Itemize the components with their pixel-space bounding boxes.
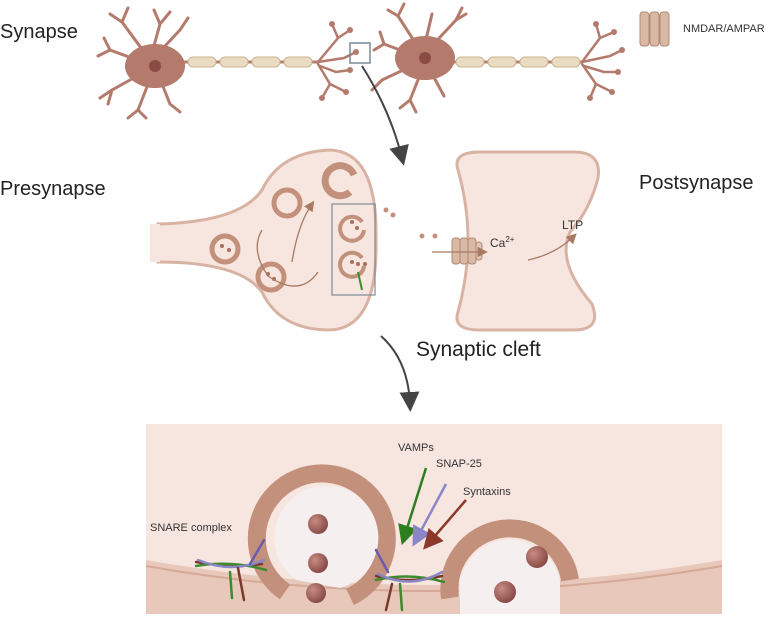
label-synapse: Synapse — [0, 21, 78, 43]
vamps-arrow-icon — [398, 467, 428, 546]
label-ltp: LTP — [562, 218, 584, 232]
label-synaptic-cleft: Synaptic cleft — [416, 338, 541, 361]
syntaxin-arrow-icon — [423, 499, 467, 550]
axon-right — [452, 21, 625, 101]
presynaptic-terminal — [150, 148, 378, 332]
label-syntaxins: Syntaxins — [463, 486, 511, 498]
zoom-arrow-icon — [361, 65, 409, 166]
zoom-arrow-icon-2 — [380, 335, 420, 412]
neurotransmitter-dots — [383, 207, 438, 239]
neuron-left-icon — [96, 6, 190, 120]
legend-receptor-label: NMDAR/AMPAR — [683, 23, 765, 35]
label-presynapse: Presynapse — [0, 178, 106, 200]
label-snap25: SNAP-25 — [436, 458, 482, 470]
zoom-box — [349, 42, 371, 64]
axon-left — [182, 21, 359, 101]
label-postsynapse: Postsynapse — [639, 172, 754, 194]
neurotransmitter-balls — [306, 514, 548, 603]
neuron-right-icon — [370, 2, 468, 114]
label-vamps: VAMPs — [398, 442, 434, 454]
snare-complex-left — [194, 538, 268, 602]
snap25-arrow-icon — [412, 483, 448, 547]
label-calcium: Ca2+ — [490, 235, 515, 250]
receptor-channel-icon — [451, 237, 483, 265]
fusion-zoom-box — [331, 203, 376, 296]
snare-complex-right — [374, 548, 446, 612]
postsynaptic-terminal — [455, 150, 600, 332]
fusion-panel — [145, 424, 723, 614]
label-snare-complex: SNARE complex — [150, 522, 232, 534]
receptor-icon — [639, 11, 670, 47]
fusing-vesicle-1 — [247, 464, 396, 606]
